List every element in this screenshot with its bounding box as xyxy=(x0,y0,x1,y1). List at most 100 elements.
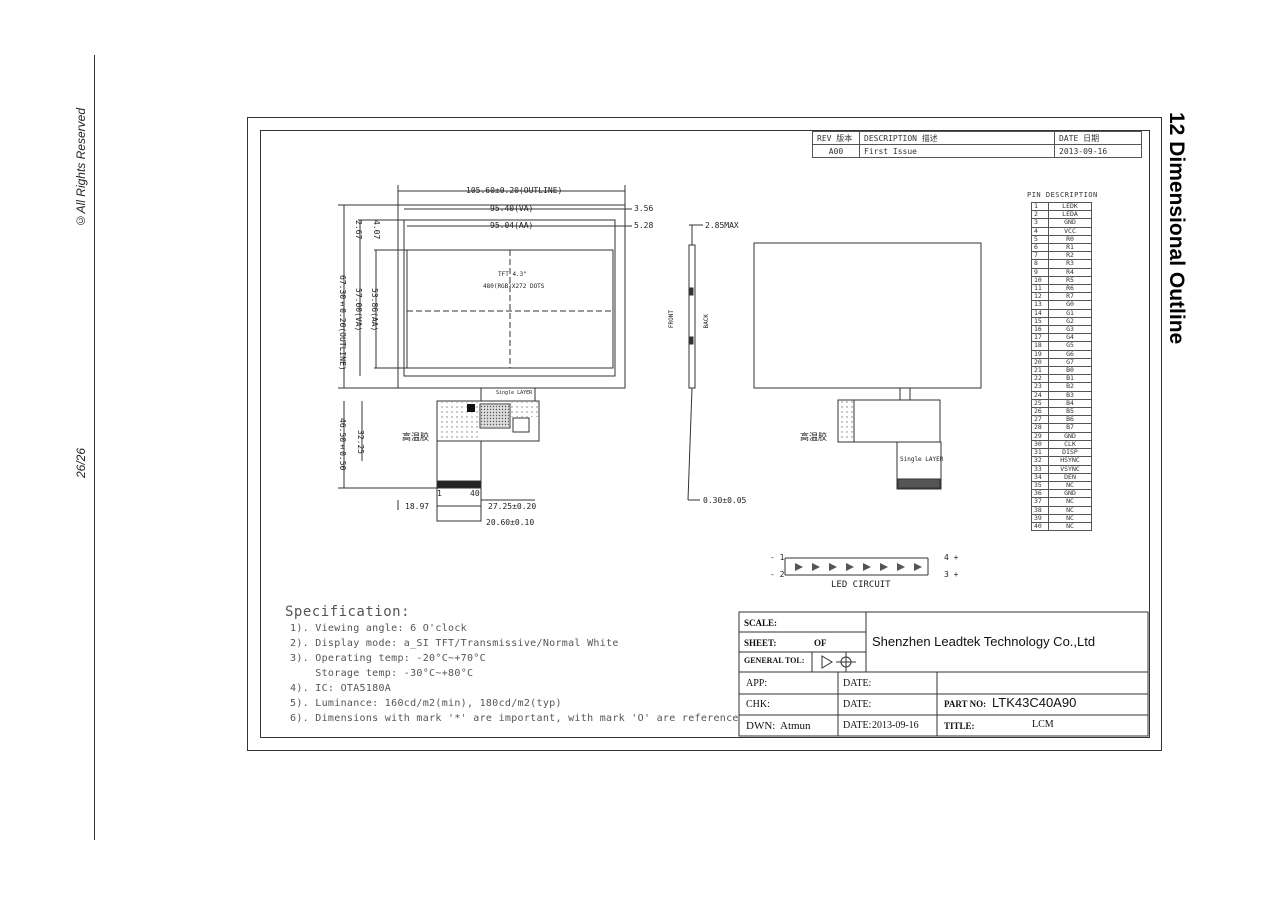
app-label: APP: xyxy=(746,678,768,689)
drawing-frame xyxy=(260,130,1150,738)
spec-line: 1). Viewing angle: 6 O'clock xyxy=(290,623,467,634)
pin-number: 18 xyxy=(1031,341,1049,351)
dim-fpc-thickness: 0.30±0.05 xyxy=(703,496,747,505)
fpc-stiffener xyxy=(436,400,540,442)
page-margin-line xyxy=(94,55,95,840)
rev-header: REV 版本 xyxy=(812,131,860,145)
title-block-frame xyxy=(738,611,1149,737)
pin-signal: HSYNC xyxy=(1048,456,1092,466)
module-outline xyxy=(397,204,626,389)
spec-line: 2). Display mode: a_SI TFT/Transmissive/… xyxy=(290,638,619,649)
single-layer-label-front: Single LAYER xyxy=(496,390,533,396)
led-terminal-1: - 1 xyxy=(770,553,785,562)
dim-outline-width: 105.60±0.20(OUTLINE) xyxy=(466,186,563,195)
pin-number: 13 xyxy=(1031,300,1049,310)
dim-407: 4.07 xyxy=(372,220,381,240)
back-label: BACK xyxy=(703,314,710,329)
dim-fpc-height-2: 32.25 xyxy=(356,430,365,455)
pin-number: 23 xyxy=(1031,382,1049,392)
dim-528: 5.28 xyxy=(634,221,654,230)
description-header: DESCRIPTION 描述 xyxy=(859,131,1055,145)
led-circuit-label: LED CIRCUIT xyxy=(831,580,891,590)
pin-signal: GND xyxy=(1048,218,1092,228)
title-value: LCM xyxy=(1032,719,1054,730)
pin-signal: NC xyxy=(1048,505,1092,515)
pin-signal: B7 xyxy=(1048,423,1092,433)
dwn-label: DWN: xyxy=(746,720,776,732)
section-title: 12 Dimensional Outline xyxy=(1165,112,1188,345)
pin-number: 33 xyxy=(1031,464,1049,474)
date-value: 2013-09-16 xyxy=(1054,144,1142,158)
pin-signal: G0 xyxy=(1048,300,1092,310)
date-label-2: DATE: xyxy=(843,699,872,710)
dim-outline-height: 67.30±0.20(OUTLINE) xyxy=(338,275,347,371)
pin-description-title: PIN DESCRIPTION xyxy=(1027,191,1098,199)
dim-aa-width: 95.04(AA) xyxy=(490,221,534,230)
dim-267: 2.67 xyxy=(354,220,363,240)
general-tol-label: GENERAL TOL: xyxy=(744,656,805,665)
pin-number: 32 xyxy=(1031,456,1049,466)
back-fpc-tail xyxy=(896,441,942,490)
spec-line: 5). Luminance: 160cd/m2(min), 180cd/m2(t… xyxy=(290,698,562,709)
sheet-label: SHEET: xyxy=(744,638,777,648)
dim-2725: 27.25±0.20 xyxy=(488,502,537,511)
scale-label: SCALE: xyxy=(744,618,778,628)
revision-table: REV 版本 DESCRIPTION 描述 DATE 日期 A00 First … xyxy=(812,131,1142,158)
connector-part xyxy=(512,417,530,433)
specification-block: Specification: 1). Viewing angle: 6 O'cl… xyxy=(285,604,739,726)
pin-number: 3 xyxy=(1031,218,1049,228)
pin-signal: NC xyxy=(1048,521,1092,532)
description-value: First Issue xyxy=(859,144,1055,158)
pin-signal: R3 xyxy=(1048,259,1092,269)
date-label-1: DATE: xyxy=(843,678,872,689)
dim-va-width: 95.40(VA) xyxy=(490,204,534,213)
back-outline xyxy=(753,242,982,389)
pin-signal: VSYNC xyxy=(1048,464,1092,474)
date-header: DATE 日期 xyxy=(1054,131,1142,145)
spec-line: 4). IC: OTA5180A xyxy=(290,683,392,694)
part-no-value: LTK43C40A90 xyxy=(992,695,1077,710)
pin-number: 37 xyxy=(1031,497,1049,507)
rev-value: A00 xyxy=(812,144,860,158)
dim-356: 3.56 xyxy=(634,204,654,213)
single-layer-label-back: Single LAYER xyxy=(900,456,944,463)
pin-number: 28 xyxy=(1031,423,1049,433)
back-hot-tape-label: 高温胶 xyxy=(800,432,828,442)
pin-1-label: 1 xyxy=(437,489,442,498)
led-terminal-2: - 2 xyxy=(770,570,785,579)
pin-signal: NC xyxy=(1048,497,1092,507)
specification-heading: Specification: xyxy=(285,604,411,620)
title-label: TITLE: xyxy=(944,721,975,731)
spec-line: Storage temp: -30°C~+80°C xyxy=(290,668,474,679)
date-value: 2013-09-16 xyxy=(872,720,919,731)
pin-number: 38 xyxy=(1031,505,1049,515)
dim-2060: 20.60±0.10 xyxy=(486,518,535,527)
pin-signal: B2 xyxy=(1048,382,1092,392)
viewing-area xyxy=(403,219,616,377)
side-profile xyxy=(688,244,696,389)
spec-line: 6). Dimensions with mark '*' are importa… xyxy=(290,713,739,724)
fpc-contacts xyxy=(436,480,482,489)
of-label: OF xyxy=(814,638,827,648)
hot-tape-label: 高温胶 xyxy=(402,432,430,442)
dim-1897: 18.97 xyxy=(405,502,430,511)
dim-va-height: 57.00(VA) xyxy=(354,288,363,332)
dim-aa-height: 53.86(AA) xyxy=(370,288,379,332)
